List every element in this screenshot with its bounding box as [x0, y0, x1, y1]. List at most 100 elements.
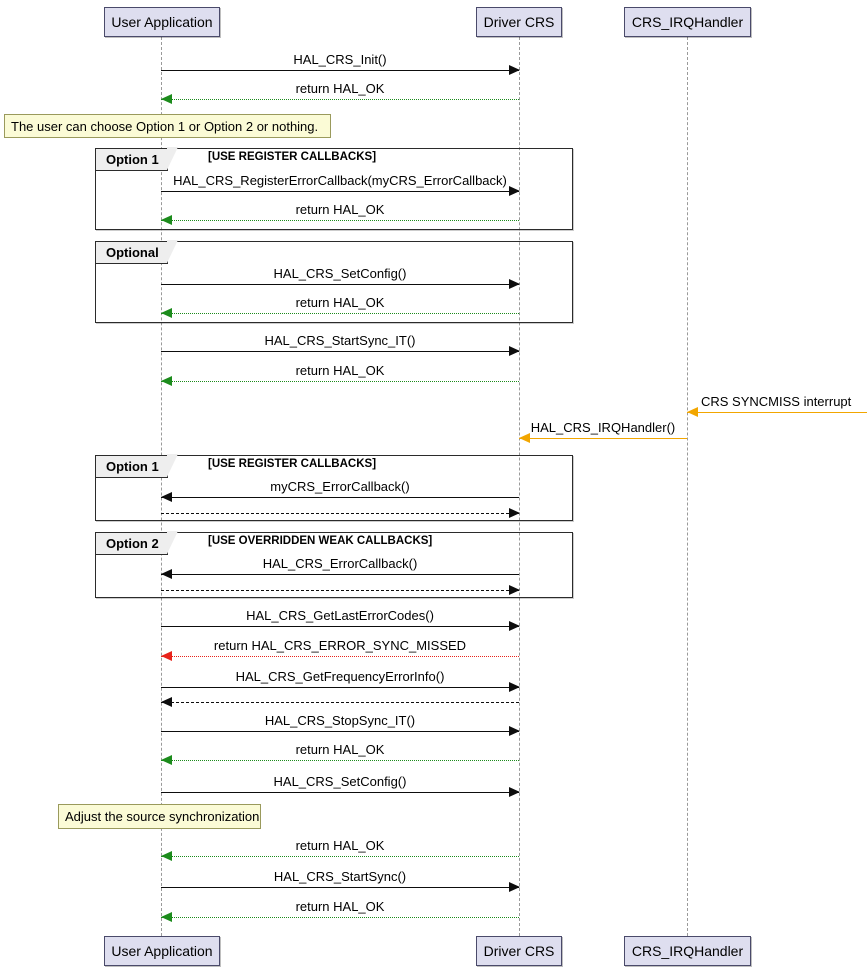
fragment-condition: [USE REGISTER CALLBACKS] — [208, 151, 377, 163]
message-label: return HAL_OK — [295, 742, 385, 757]
message-line — [161, 856, 519, 857]
arrowhead-left — [687, 407, 698, 417]
message-line — [687, 412, 867, 413]
arrowhead-left — [161, 755, 172, 765]
participant-footer-crs-irqhandler[interactable]: CRS_IRQHandler — [624, 936, 751, 966]
message-line — [161, 687, 519, 688]
arrowhead-left — [161, 376, 172, 386]
arrowhead-right — [509, 508, 520, 518]
message-label: HAL_CRS_GetFrequencyErrorInfo() — [235, 669, 445, 684]
message-label: return HAL_OK — [295, 81, 385, 96]
fragment-tab-text: Option 1 — [106, 459, 159, 474]
lifeline-driver-crs — [519, 37, 520, 936]
fragment-tab-label: Option 1 — [96, 454, 178, 478]
arrowhead-left — [161, 569, 172, 579]
message-line — [161, 497, 519, 498]
message-line — [161, 760, 519, 761]
arrowhead-right — [509, 65, 520, 75]
message-label: HAL_CRS_SetConfig() — [273, 774, 407, 789]
message-line — [161, 656, 519, 657]
fragment-option-1-register-callbacks: Option 1 [USE REGISTER CALLBACKS] — [95, 147, 573, 230]
message-line — [161, 702, 519, 703]
arrowhead-left — [161, 697, 172, 707]
note-text: The user can choose Option 1 or Option 2… — [11, 118, 319, 134]
participant-header-driver-crs[interactable]: Driver CRS — [476, 7, 562, 37]
arrowhead-left — [161, 912, 172, 922]
arrowhead-left — [161, 215, 172, 225]
message-line — [161, 513, 519, 514]
message-label: HAL_CRS_SetConfig() — [273, 266, 407, 281]
message-line — [161, 381, 519, 382]
message-line — [161, 731, 519, 732]
arrowhead-left — [519, 433, 530, 443]
arrowhead-right — [509, 682, 520, 692]
arrowhead-right — [509, 726, 520, 736]
participant-header-user-application[interactable]: User Application — [104, 7, 220, 37]
participant-label: Driver CRS — [483, 943, 555, 959]
arrowhead-left — [161, 651, 172, 661]
message-label: HAL_CRS_IRQHandler() — [530, 420, 676, 435]
fragment-option-2-weak-callback: Option 2 [USE OVERRIDDEN WEAK CALLBACKS] — [95, 531, 573, 598]
arrowhead-left — [161, 851, 172, 861]
lifeline-crs-irqhandler — [687, 37, 688, 936]
message-label: myCRS_ErrorCallback() — [270, 479, 410, 494]
message-line — [161, 99, 519, 100]
message-label: HAL_CRS_RegisterErrorCallback(myCRS_Erro… — [173, 173, 507, 188]
message-line — [161, 191, 519, 192]
fragment-condition: [USE REGISTER CALLBACKS] — [208, 458, 377, 470]
participant-footer-driver-crs[interactable]: Driver CRS — [476, 936, 562, 966]
arrowhead-left — [161, 492, 172, 502]
message-label: HAL_CRS_StartSync() — [273, 869, 407, 884]
participant-label: Driver CRS — [483, 14, 555, 30]
arrowhead-right — [509, 882, 520, 892]
message-line — [161, 574, 519, 575]
participant-label: CRS_IRQHandler — [631, 14, 744, 30]
arrowhead-right — [509, 186, 520, 196]
fragment-tab-label: Option 1 — [96, 147, 178, 171]
note-adjust-source-synchronization: Adjust the source synchronization — [58, 804, 261, 829]
message-label: HAL_CRS_StopSync_IT() — [264, 713, 416, 728]
fragment-tab-text: Option 1 — [106, 152, 159, 167]
note-text: Adjust the source synchronization — [65, 809, 260, 824]
message-line — [519, 438, 687, 439]
lifeline-user-application — [161, 37, 162, 936]
message-label: return HAL_CRS_ERROR_SYNC_MISSED — [213, 638, 467, 653]
arrowhead-right — [509, 621, 520, 631]
participant-label: CRS_IRQHandler — [631, 943, 744, 959]
message-label: return HAL_OK — [295, 295, 385, 310]
message-line — [161, 590, 519, 591]
message-line — [161, 351, 519, 352]
arrowhead-left — [161, 94, 172, 104]
fragment-tab-label: Option 2 — [96, 531, 178, 555]
participant-label: User Application — [111, 14, 213, 30]
message-line — [161, 70, 519, 71]
message-label: HAL_CRS_StartSync_IT() — [264, 333, 416, 348]
arrowhead-right — [509, 787, 520, 797]
message-label: return HAL_OK — [295, 202, 385, 217]
participant-header-crs-irqhandler[interactable]: CRS_IRQHandler — [624, 7, 751, 37]
message-line — [161, 626, 519, 627]
fragment-condition: [USE OVERRIDDEN WEAK CALLBACKS] — [208, 535, 433, 547]
message-label: return HAL_OK — [295, 838, 385, 853]
fragment-tab-label: Optional — [96, 240, 178, 264]
note-option-choice: The user can choose Option 1 or Option 2… — [4, 114, 331, 138]
fragment-tab-text: Option 2 — [106, 536, 159, 551]
message-line — [161, 313, 519, 314]
participant-footer-user-application[interactable]: User Application — [104, 936, 220, 966]
participant-label: User Application — [111, 943, 213, 959]
arrowhead-right — [509, 346, 520, 356]
arrowhead-right — [509, 585, 520, 595]
message-line — [161, 887, 519, 888]
message-line — [161, 792, 519, 793]
fragment-tab-text: Optional — [106, 245, 159, 260]
message-line — [161, 220, 519, 221]
message-label: CRS SYNCMISS interrupt — [701, 394, 852, 409]
fragment-optional-setconfig: Optional — [95, 240, 573, 323]
message-label: HAL_CRS_GetLastErrorCodes() — [246, 608, 434, 623]
message-label: HAL_CRS_ErrorCallback() — [262, 556, 418, 571]
message-line — [161, 284, 519, 285]
arrowhead-left — [161, 308, 172, 318]
message-label: return HAL_OK — [295, 899, 385, 914]
fragment-option-1-callback: Option 1 [USE REGISTER CALLBACKS] — [95, 454, 573, 521]
